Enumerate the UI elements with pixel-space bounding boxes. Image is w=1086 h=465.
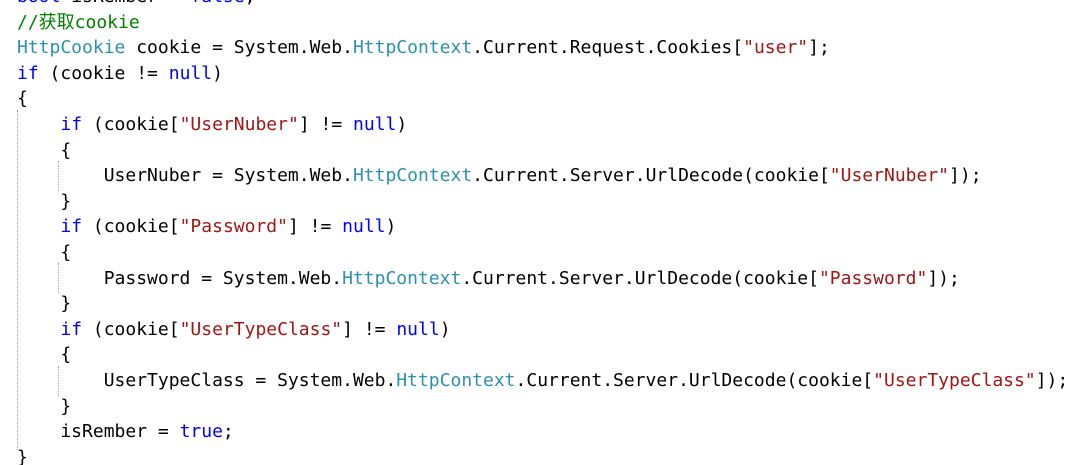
code-token-string: "user" bbox=[743, 37, 809, 59]
code-token-string: "UserTypeClass" bbox=[179, 318, 343, 340]
code-token-keyword: true bbox=[179, 421, 223, 443]
code-token-plain: UserNuber = System.Web. bbox=[17, 165, 353, 187]
code-token-keyword: bool bbox=[17, 0, 60, 7]
code-line[interactable]: UserNuber = System.Web.HttpContext.Curre… bbox=[17, 163, 1068, 189]
code-token-plain: (cookie[ bbox=[82, 113, 180, 135]
code-token-plain: } bbox=[17, 190, 72, 212]
code-token-plain: (cookie[ bbox=[82, 216, 180, 238]
code-token-plain: { bbox=[17, 241, 72, 263]
indent-guide-block-2 bbox=[58, 263, 59, 293]
code-line[interactable]: bool isRember = false; bbox=[17, 0, 1068, 10]
code-token-plain: (cookie != bbox=[38, 62, 169, 84]
code-token-plain bbox=[17, 319, 60, 340]
code-token-keyword: null bbox=[168, 62, 213, 84]
code-token-plain: ]; bbox=[808, 37, 830, 59]
code-token-keyword: null bbox=[342, 216, 386, 238]
code-token-plain: ; bbox=[245, 0, 256, 7]
code-token-plain: ; bbox=[222, 421, 234, 443]
code-token-plain: .Current.Server.UrlDecode(cookie[ bbox=[472, 165, 830, 187]
code-token-plain: ) bbox=[385, 216, 397, 238]
code-line[interactable]: } bbox=[17, 189, 1068, 215]
code-token-type: HttpContext bbox=[396, 369, 516, 391]
code-token-keyword: if bbox=[60, 113, 83, 135]
code-token-keyword: if bbox=[60, 318, 83, 340]
code-line[interactable]: { bbox=[17, 86, 1068, 112]
code-token-plain bbox=[17, 216, 60, 237]
code-token-plain: cookie = System.Web. bbox=[125, 37, 353, 59]
code-line[interactable]: HttpCookie cookie = System.Web.HttpConte… bbox=[17, 35, 1068, 61]
code-token-plain: isRember = bbox=[17, 421, 180, 443]
code-token-string: "UserNuber" bbox=[179, 113, 299, 135]
code-token-plain: ]); bbox=[949, 165, 982, 187]
code-token-plain: } bbox=[17, 293, 72, 315]
code-token-keyword: null bbox=[396, 318, 440, 340]
indent-guide-outer bbox=[17, 110, 18, 450]
code-token-type: HttpContext bbox=[352, 165, 473, 187]
code-line[interactable]: if (cookie["UserNuber"] != null) bbox=[17, 112, 1068, 138]
code-token-plain: { bbox=[17, 88, 28, 110]
code-token-type: HttpContext bbox=[342, 267, 462, 289]
code-line[interactable]: { bbox=[17, 342, 1068, 368]
code-line[interactable]: isRember = true; bbox=[17, 419, 1068, 445]
indent-guide-block-3 bbox=[58, 366, 59, 396]
code-token-plain bbox=[17, 114, 60, 135]
code-token-string: "UserNuber" bbox=[829, 165, 950, 187]
code-line[interactable]: if (cookie["UserTypeClass"] != null) bbox=[17, 317, 1068, 343]
code-token-plain: .Current.Server.UrlDecode(cookie[ bbox=[461, 267, 819, 289]
code-line[interactable]: //获取cookie bbox=[17, 10, 1068, 36]
code-token-keyword: false bbox=[190, 0, 244, 7]
code-line[interactable]: Password = System.Web.HttpContext.Curren… bbox=[17, 266, 1068, 292]
code-token-type: HttpCookie bbox=[17, 37, 126, 59]
code-line[interactable]: } bbox=[17, 394, 1068, 420]
code-token-keyword: if bbox=[60, 216, 83, 238]
code-line[interactable]: { bbox=[17, 138, 1068, 164]
code-line[interactable]: if (cookie != null) bbox=[17, 61, 1068, 87]
code-token-plain: ] != bbox=[342, 318, 397, 340]
code-line[interactable]: if (cookie["Password"] != null) bbox=[17, 214, 1068, 240]
code-token-plain: UserTypeClass = System.Web. bbox=[17, 369, 397, 391]
code-token-comment: //获取cookie bbox=[17, 11, 140, 33]
code-token-plain: .Current.Request.Cookies[ bbox=[472, 37, 744, 59]
code-token-plain: ] != bbox=[298, 113, 353, 135]
code-token-plain: isRember = bbox=[60, 0, 190, 7]
code-text[interactable]: bool isRember = false;//获取cookieHttpCook… bbox=[17, 0, 1068, 465]
code-line[interactable]: { bbox=[17, 240, 1068, 266]
code-token-plain: ) bbox=[396, 113, 408, 135]
code-token-plain: ]); bbox=[1035, 369, 1069, 391]
code-token-plain: } bbox=[17, 395, 72, 417]
code-token-plain: ) bbox=[212, 62, 223, 84]
code-token-keyword: if bbox=[17, 62, 39, 84]
code-token-string: "Password" bbox=[179, 216, 288, 238]
code-token-plain: Password = System.Web. bbox=[17, 267, 343, 289]
code-line[interactable]: UserTypeClass = System.Web.HttpContext.C… bbox=[17, 368, 1069, 394]
code-token-string: "UserTypeClass" bbox=[873, 369, 1036, 391]
code-token-plain: (cookie[ bbox=[82, 318, 180, 340]
code-line[interactable]: } bbox=[17, 445, 1068, 465]
code-token-plain: } bbox=[17, 446, 28, 465]
code-token-type: HttpContext bbox=[352, 37, 473, 59]
code-token-plain: ]); bbox=[927, 267, 960, 289]
code-token-plain: ) bbox=[439, 318, 451, 340]
code-token-string: "Password" bbox=[818, 267, 928, 289]
indent-guide-block-1 bbox=[58, 161, 59, 191]
code-token-keyword: null bbox=[353, 113, 397, 135]
code-token-plain: { bbox=[17, 344, 72, 366]
code-token-plain: .Current.Server.UrlDecode(cookie[ bbox=[515, 369, 874, 391]
code-line[interactable]: } bbox=[17, 291, 1068, 317]
code-token-plain: ] != bbox=[287, 216, 343, 238]
code-token-plain: { bbox=[17, 139, 72, 161]
